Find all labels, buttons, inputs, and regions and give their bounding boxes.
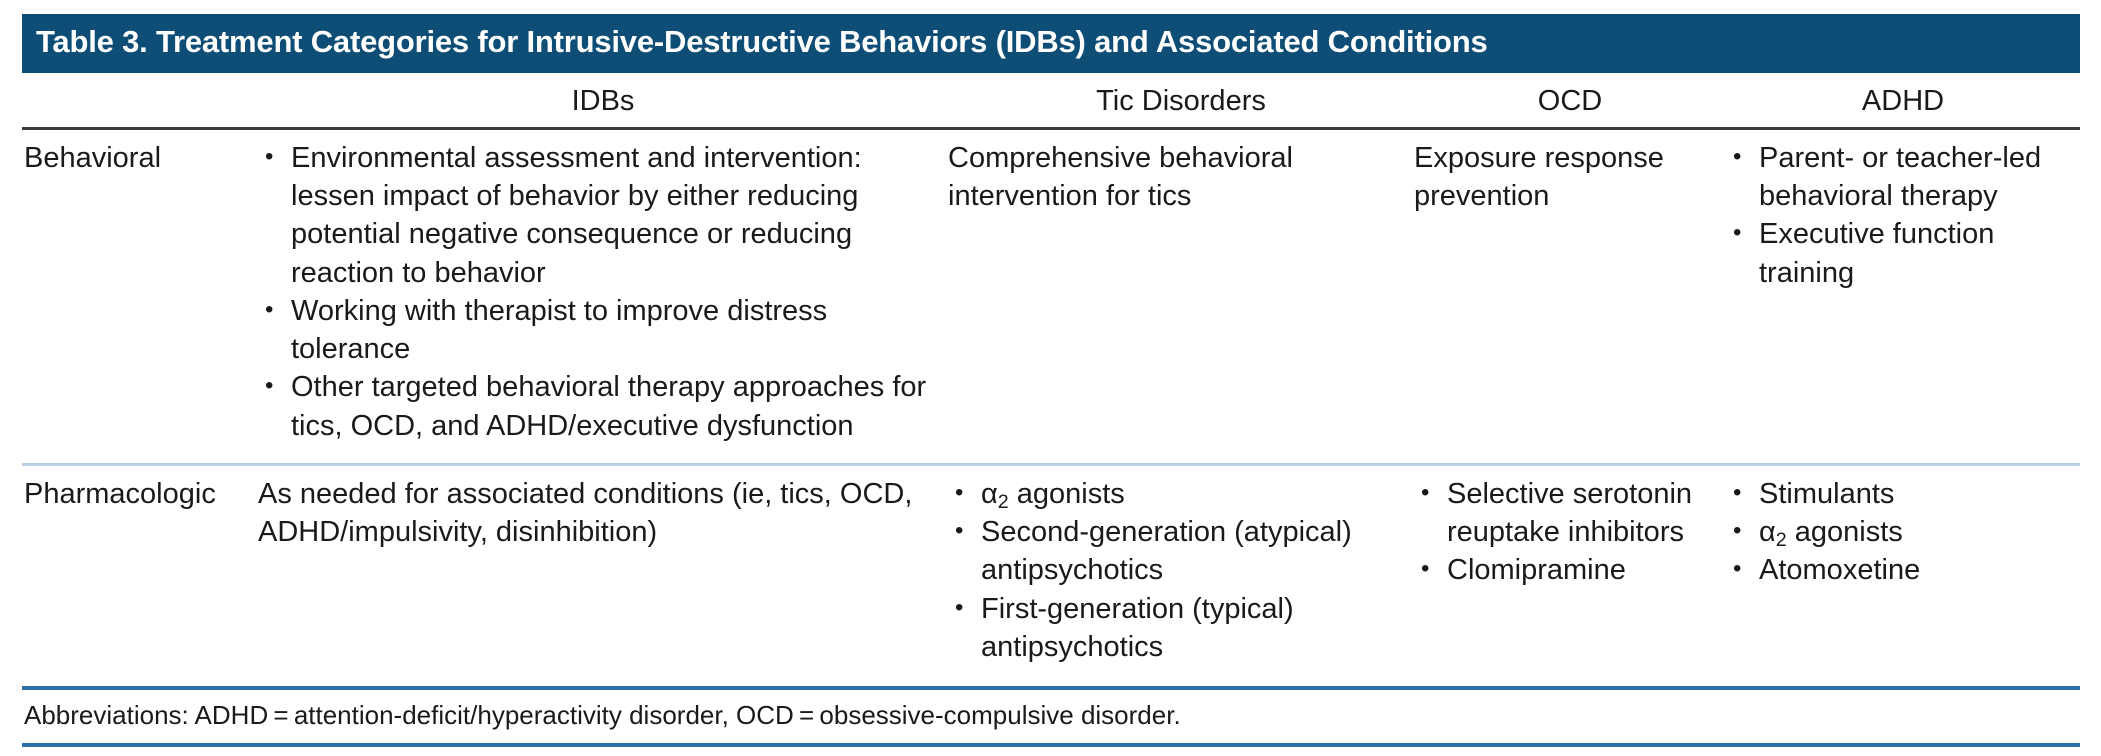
row-category-label: Pharmacologic bbox=[22, 462, 258, 685]
treatment-categories-table: IDBs Tic Disorders OCD ADHD Behavioral E… bbox=[22, 72, 2080, 685]
table-title: Table 3. Treatment Categories for Intrus… bbox=[22, 14, 2080, 73]
cell-pharmacologic-ocd: Selective serotonin reuptake inhibitors … bbox=[1414, 462, 1726, 685]
bullet-list: Parent- or teacher-led behavioral therap… bbox=[1726, 138, 2066, 292]
list-item: Atomoxetine bbox=[1726, 550, 2066, 589]
cell-behavioral-tic: Comprehensive behavioral intervention fo… bbox=[948, 128, 1414, 464]
list-item: Selective serotonin reuptake inhibitors bbox=[1414, 474, 1712, 552]
bullet-list: Selective serotonin reuptake inhibitors … bbox=[1414, 474, 1712, 590]
column-header-adhd: ADHD bbox=[1726, 72, 2080, 130]
list-item: Environmental assessment and interventio… bbox=[258, 138, 934, 292]
cell-behavioral-adhd: Parent- or teacher-led behavioral therap… bbox=[1726, 128, 2080, 464]
bullet-list: Environmental assessment and interventio… bbox=[258, 138, 934, 445]
list-item: Stimulants bbox=[1726, 474, 2066, 513]
table-row: Behavioral Environmental assessment and … bbox=[22, 128, 2080, 464]
header-row: IDBs Tic Disorders OCD ADHD bbox=[22, 72, 2080, 130]
cell-pharmacologic-idbs: As needed for associated conditions (ie,… bbox=[258, 462, 948, 685]
cell-behavioral-ocd: Exposure response prevention bbox=[1414, 128, 1726, 464]
cell-behavioral-idbs: Environmental assessment and interventio… bbox=[258, 128, 948, 464]
list-item: α2 agonists bbox=[948, 474, 1400, 513]
list-item: Clomipramine bbox=[1414, 550, 1712, 589]
table-body: Behavioral Environmental assessment and … bbox=[22, 128, 2080, 685]
list-item: α2 agonists bbox=[1726, 512, 2066, 551]
table-container: Table 3. Treatment Categories for Intrus… bbox=[22, 14, 2080, 748]
list-item: Second-generation (atypical) antipsychot… bbox=[948, 512, 1400, 590]
list-item: Executive function training bbox=[1726, 214, 2066, 292]
list-item: Parent- or teacher-led behavioral therap… bbox=[1726, 138, 2066, 216]
table-row: Pharmacologic As needed for associated c… bbox=[22, 462, 2080, 685]
bullet-list: α2 agonists Second-generation (atypical)… bbox=[948, 474, 1400, 667]
cell-text: As needed for associated conditions (ie,… bbox=[258, 477, 913, 549]
list-item: Working with therapist to improve distre… bbox=[258, 291, 934, 369]
table-header: IDBs Tic Disorders OCD ADHD bbox=[22, 72, 2080, 130]
bullet-list: Stimulants α2 agonists Atomoxetine bbox=[1726, 474, 2066, 590]
cell-pharmacologic-adhd: Stimulants α2 agonists Atomoxetine bbox=[1726, 462, 2080, 685]
table-footnote-abbreviations: Abbreviations: ADHD = attention-deficit/… bbox=[24, 700, 1181, 731]
cell-text: Exposure response prevention bbox=[1414, 141, 1664, 212]
footer-rule-top bbox=[22, 686, 2080, 691]
column-header-idbs: IDBs bbox=[258, 72, 948, 130]
cell-text: Comprehensive behavioral intervention fo… bbox=[948, 141, 1293, 212]
column-header-tic-disorders: Tic Disorders bbox=[948, 72, 1414, 130]
column-header-ocd: OCD bbox=[1414, 72, 1726, 130]
list-item: Other targeted behavioral therapy approa… bbox=[258, 367, 934, 445]
list-item: First-generation (typical) antipsychotic… bbox=[948, 589, 1400, 667]
row-category-label: Behavioral bbox=[24, 141, 162, 174]
footer-rule-bottom bbox=[22, 743, 2080, 748]
column-header-category bbox=[22, 72, 258, 130]
cell-pharmacologic-tic: α2 agonists Second-generation (atypical)… bbox=[948, 462, 1414, 685]
